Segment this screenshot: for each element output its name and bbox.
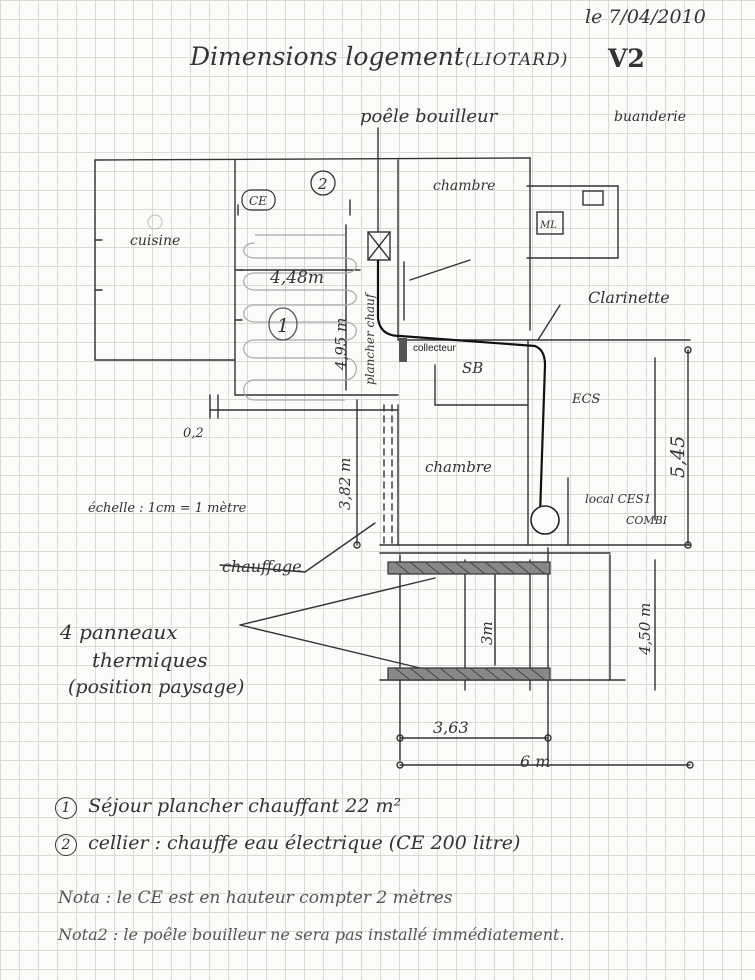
- dim-448: 4,48m: [269, 268, 324, 288]
- owner-name: (LIOTARD): [465, 50, 569, 70]
- clarinette-label: Clarinette: [588, 288, 670, 307]
- room-chambre-top: chambre: [433, 178, 495, 194]
- panels-line1: 4 panneaux: [60, 620, 178, 644]
- room-buanderie: buanderie: [614, 109, 686, 125]
- zone1-label: 1: [277, 315, 289, 337]
- wall-north: [94, 157, 531, 161]
- chauffage-label: chauffage: [222, 557, 302, 576]
- dim-6m: 6 m: [520, 752, 550, 771]
- room-sb: SB: [462, 359, 483, 377]
- page-title: Dimensions logement: [190, 42, 464, 71]
- collecteur-label: collecteur: [413, 343, 456, 354]
- collecteur-block: [399, 338, 407, 362]
- dim-02: 0,2: [183, 426, 204, 441]
- wall-cuisine: [94, 159, 236, 361]
- note-2-text: cellier : chauffe eau électrique (CE 200…: [88, 832, 521, 854]
- local-ces-label: local CES1: [585, 492, 651, 506]
- heating-pipe: [376, 260, 547, 516]
- room-cuisine: cuisine: [130, 233, 180, 249]
- ml-label: ML: [539, 220, 557, 231]
- dim-545: 5,45: [667, 436, 689, 478]
- plancher-label: plancher chauf: [363, 291, 377, 385]
- dim-382: 3,82 m: [336, 458, 354, 510]
- panels-line2: thermiques: [92, 648, 208, 672]
- panels-line3: (position paysage): [68, 676, 245, 698]
- note-1-text: Séjour plancher chauffant 22 m²: [88, 795, 402, 817]
- ces-tank: [530, 505, 560, 535]
- dim-450: 4,50 m: [636, 603, 654, 656]
- note-2: 2 cellier : chauffe eau électrique (CE 2…: [55, 832, 520, 856]
- buanderie-sink: [582, 190, 604, 206]
- dim-3m: 3m: [478, 621, 496, 645]
- note-1: 1 Séjour plancher chauffant 22 m²: [55, 795, 401, 819]
- dim-495: 4,95 m: [332, 318, 350, 371]
- note-1-number: 1: [55, 796, 77, 819]
- ml-box: [536, 211, 564, 235]
- note-2-number: 2: [55, 833, 77, 856]
- ecs-label: ECS: [571, 392, 600, 407]
- room-chambre-mid: chambre: [425, 458, 492, 476]
- scale-label: échelle : 1cm = 1 mètre: [88, 501, 247, 516]
- solar-panels: [387, 561, 551, 681]
- date: le 7/04/2010: [585, 6, 706, 28]
- combi-label: COMBI: [626, 514, 668, 527]
- cuisine-mark: [147, 214, 163, 230]
- poele-label: poêle bouilleur: [360, 106, 499, 127]
- zone2-label: 2: [317, 175, 328, 193]
- version: V2: [608, 44, 645, 73]
- buanderie-box: [526, 185, 619, 259]
- floor-heating-loop: [243, 242, 357, 401]
- nota-1: Nota : le CE est en hauteur compter 2 mè…: [58, 888, 453, 908]
- dim-363: 3,63: [433, 718, 469, 737]
- ce-label: CE: [249, 194, 267, 208]
- nota-2: Nota2 : le poêle bouilleur ne sera pas i…: [58, 925, 565, 944]
